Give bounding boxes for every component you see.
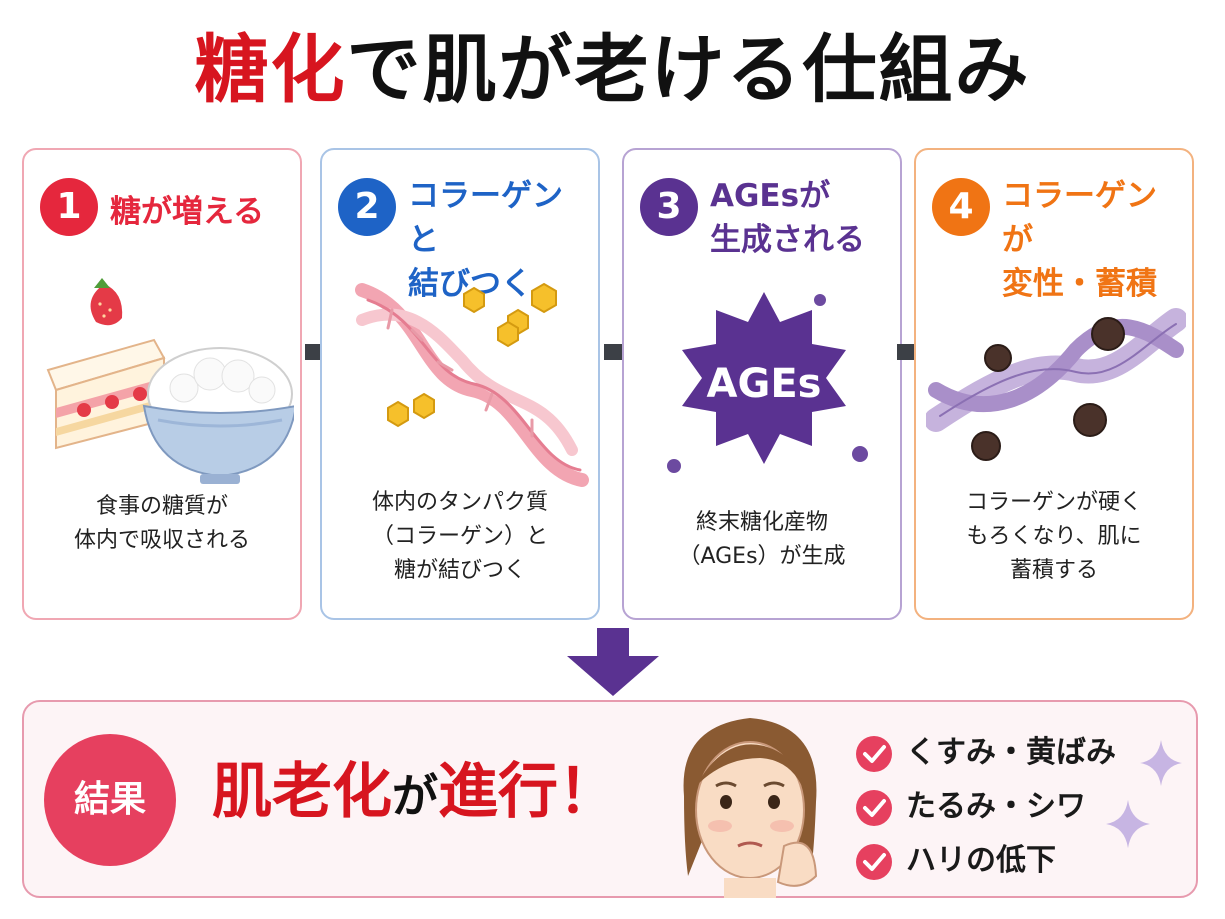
title-rest: で肌が老ける仕組み xyxy=(346,27,1031,113)
collagen-helix-icon xyxy=(355,283,589,487)
step-card-2: 2 コラーゲンと 結びつく 体内のタンパク質 （コラーゲン）と 糖が結びつく xyxy=(320,148,600,620)
sparkle-icon xyxy=(1140,740,1182,786)
step-description-3: 終末糖化産物 （AGEs）が生成 xyxy=(678,510,846,569)
page-title: 糖化で肌が老ける仕組み xyxy=(0,22,1225,118)
result-title: 肌老化が進行！ xyxy=(212,752,618,836)
step-card-3: 3 AGEsが 生成される AGEs 終末糖化産物 （AGEs）が生成 xyxy=(622,148,902,620)
result-badge: 結果 xyxy=(44,734,176,866)
ages-illustration xyxy=(667,292,868,473)
strawberry-cake-icon xyxy=(46,278,166,450)
step-description-2: 体内のタンパク質 （コラーゲン）と 糖が結びつく xyxy=(371,490,548,583)
step-card-4: 4 コラーゲンが 変性・蓄積 コラーゲンが硬く もろくなり、肌に 蓄積する xyxy=(914,148,1194,620)
worried-woman-illustration xyxy=(683,718,818,898)
step-number-4: 4 xyxy=(932,178,990,236)
ages-particle-icon xyxy=(971,317,1125,461)
result-title-part4: ！ xyxy=(558,757,618,827)
step-heading-3: AGEsが 生成される xyxy=(710,178,865,258)
sugar-molecule-icon xyxy=(387,282,557,428)
step-heading-1: 糖が増える xyxy=(110,194,265,230)
step-number-3: 3 xyxy=(640,178,698,236)
result-title-part1: 肌老化 xyxy=(212,757,392,827)
cake-rice-illustration xyxy=(46,278,294,484)
arrow-down-icon xyxy=(567,628,659,696)
damaged-collagen-icon xyxy=(926,308,1186,432)
step-header-2: 2 コラーゲンと 結びつく xyxy=(338,170,590,302)
ages-starburst-icon xyxy=(682,292,846,464)
step-header-1: 1 糖が増える xyxy=(40,170,292,266)
check-icon xyxy=(856,790,892,826)
damaged-collagen-illustration xyxy=(926,308,1186,461)
check-icon xyxy=(856,736,892,772)
collagen-sugar-illustration xyxy=(355,282,589,487)
step-number-1: 1 xyxy=(40,178,98,236)
step-header-4: 4 コラーゲンが 変性・蓄積 xyxy=(932,170,1184,302)
effect-label: くすみ・黄ばみ xyxy=(906,735,1116,770)
result-title-part3: 進行 xyxy=(438,757,558,827)
rice-bowl-icon xyxy=(142,347,294,484)
step-card-1: 1 糖が増える 食事の糖質が 体内で吸収される xyxy=(22,148,302,620)
step-description-1: 食事の糖質が 体内で吸収される xyxy=(73,494,250,553)
sparkle-icon xyxy=(1106,799,1150,849)
effect-label: ハリの低下 xyxy=(906,843,1056,878)
ages-label: AGEs xyxy=(706,361,822,407)
check-icon xyxy=(856,844,892,880)
step-heading-4: コラーゲンが 変性・蓄積 xyxy=(1002,178,1157,302)
effect-label: たるみ・シワ xyxy=(906,789,1086,824)
step-header-3: 3 AGEsが 生成される xyxy=(640,170,892,266)
step-number-2: 2 xyxy=(338,178,396,236)
result-panel: 結果 肌老化が進行！ くすみ・黄ばみ たるみ・シワ ハリの低下 xyxy=(22,700,1198,898)
title-accent: 糖化 xyxy=(194,27,347,113)
result-title-part2: が xyxy=(392,769,438,823)
step-description-4: コラーゲンが硬く もろくなり、肌に 蓄積する xyxy=(965,490,1142,583)
